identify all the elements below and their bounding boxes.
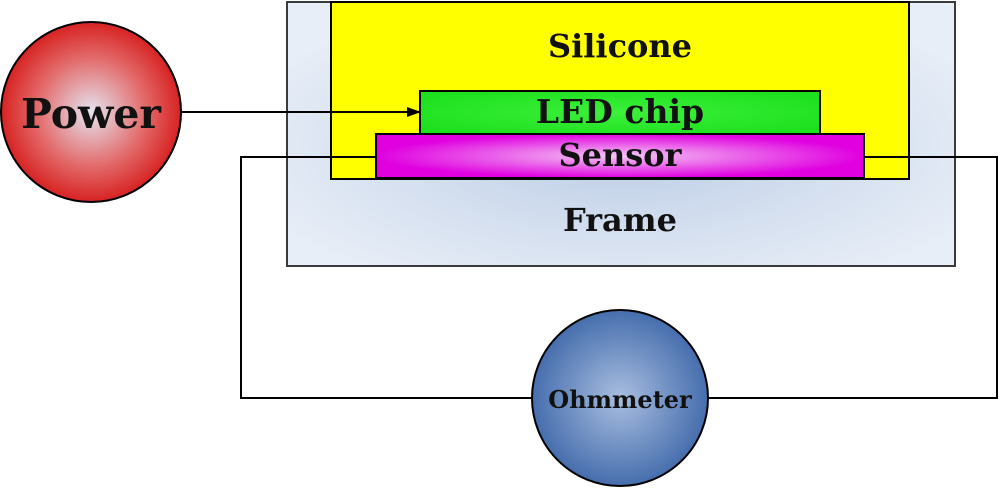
power-label: Power: [21, 90, 162, 138]
power-source: [0, 21, 182, 203]
sensor-label: Sensor: [559, 136, 683, 174]
frame-label: Frame: [563, 201, 677, 239]
led-chip-label: LED chip: [536, 92, 704, 131]
led-chip-block: [419, 90, 821, 135]
ohmmeter-label: Ohmmeter: [548, 385, 692, 414]
ohmmeter: [531, 309, 709, 487]
silicone-label: Silicone: [548, 27, 692, 65]
